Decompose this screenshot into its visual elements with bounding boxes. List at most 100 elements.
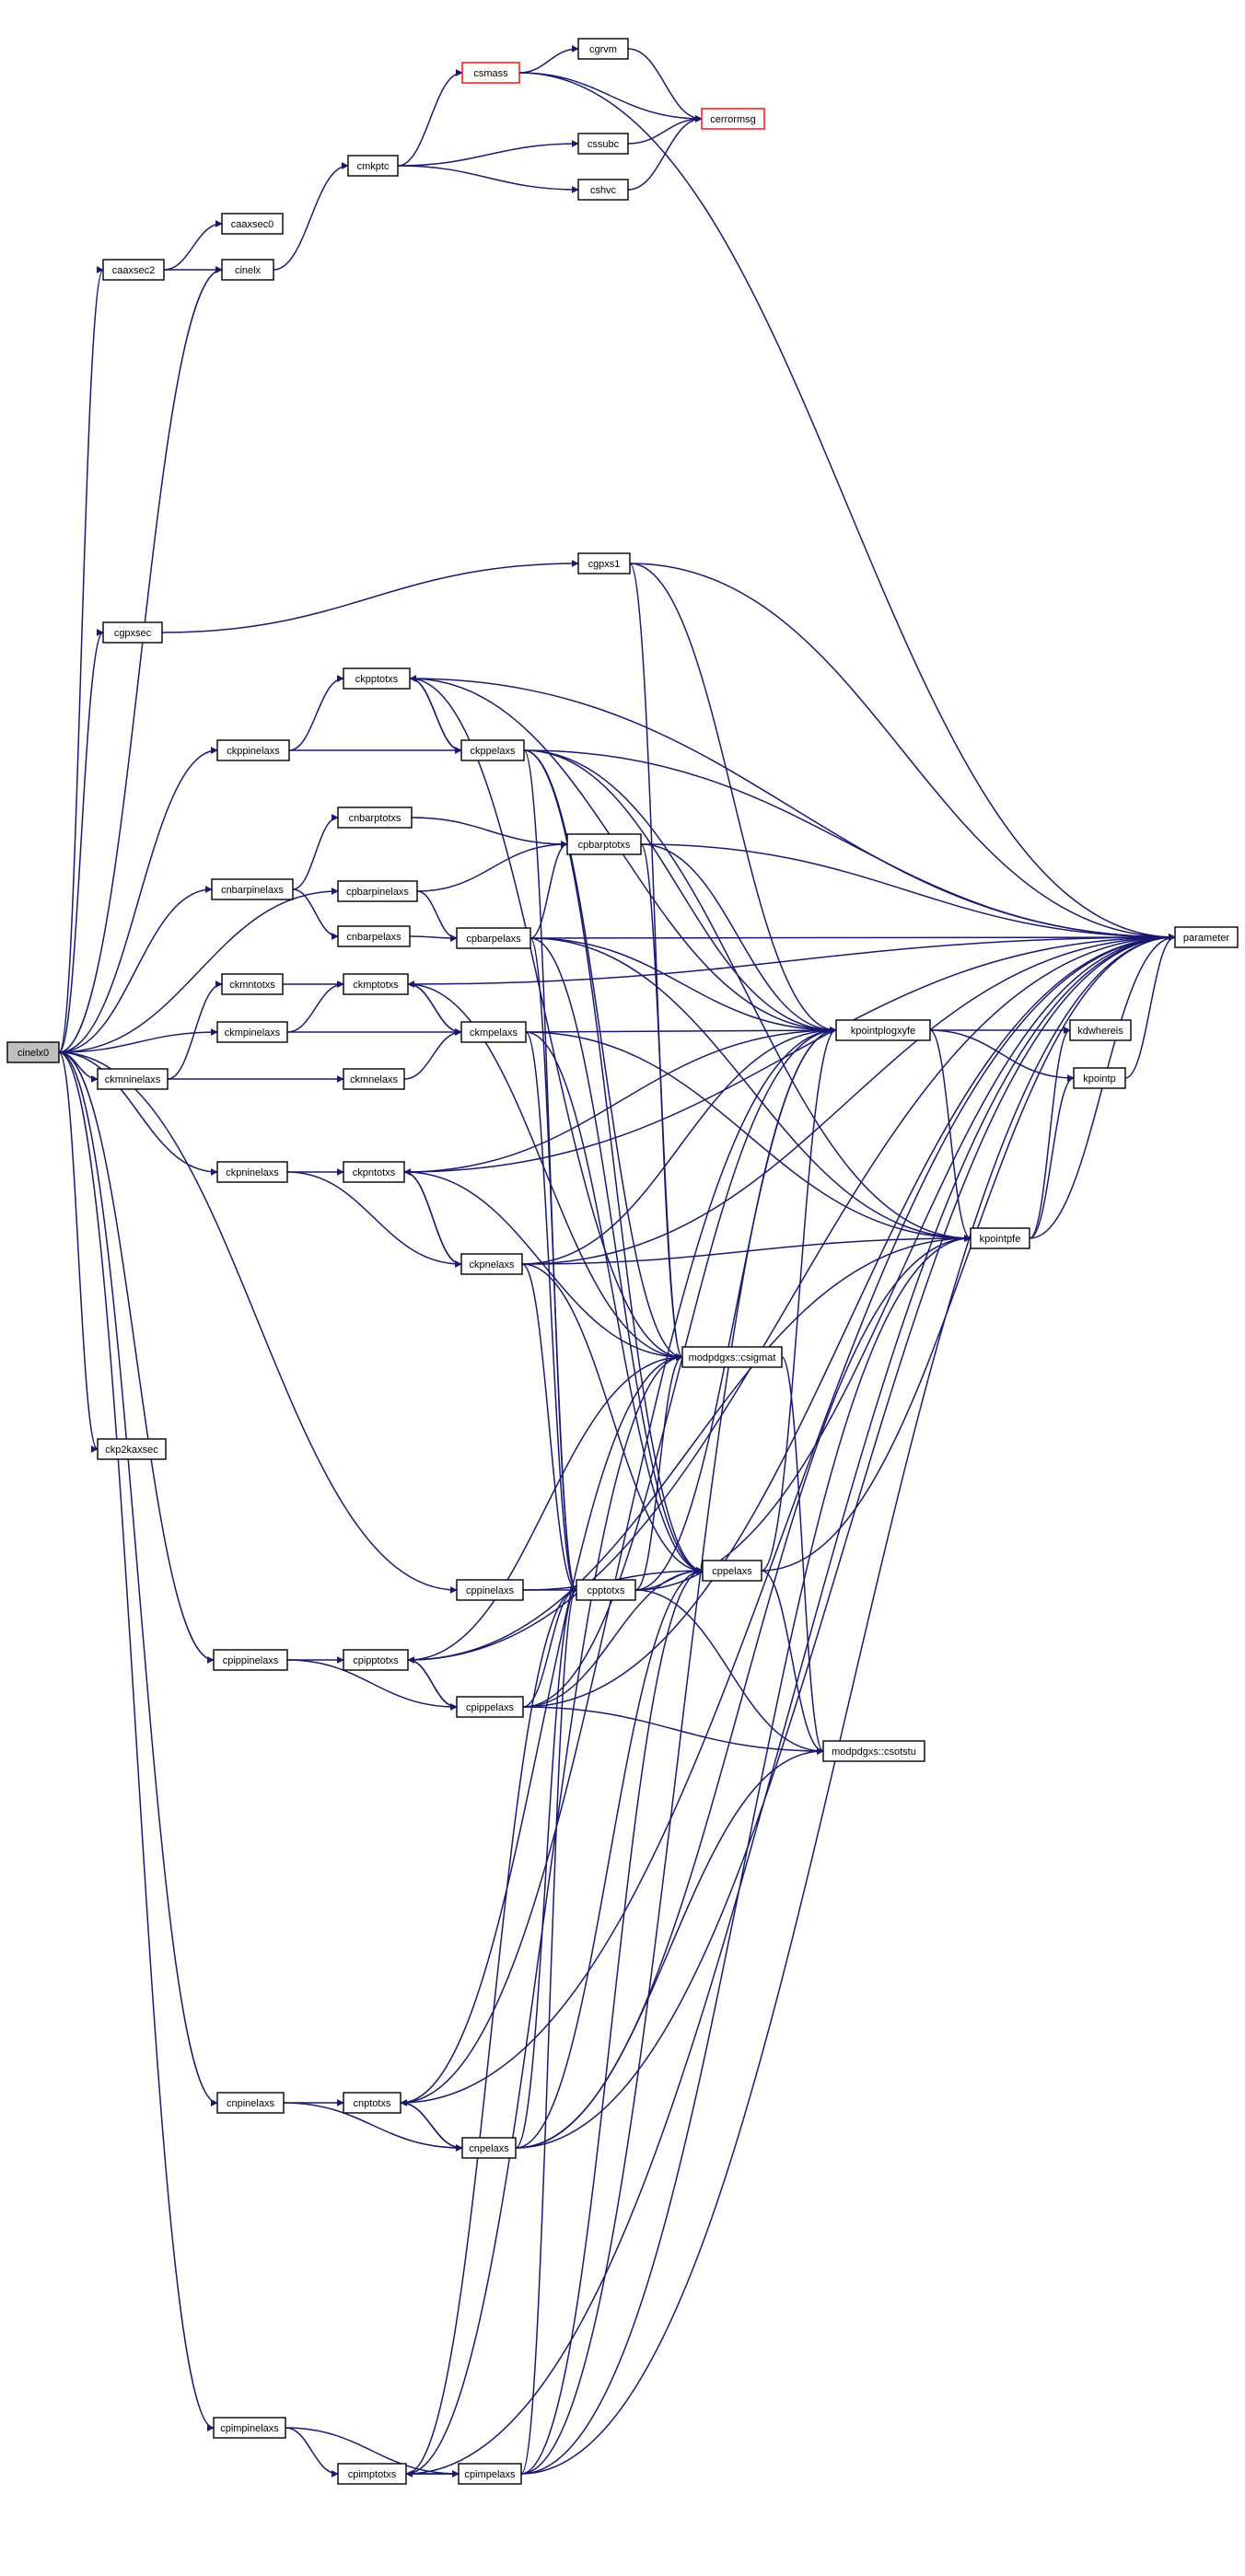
node-cpippelaxs[interactable]: cpippelaxs [456,1696,524,1718]
edge-ckppelaxs-to-ckpptotxs [409,675,462,751]
node-cppelaxs[interactable]: cppelaxs [702,1560,762,1582]
edge-ckppelaxs-to-cppelaxs [523,749,704,1574]
edge-csmass-to-cgrvm [518,45,579,74]
node-csigmat[interactable]: modpdgxs::csigmat [681,1346,783,1368]
node-cgpxsec[interactable]: cgpxsec [102,621,163,644]
node-kpointpfe[interactable]: kpointpfe [970,1227,1030,1249]
node-label: ckppelaxs [471,746,516,757]
node-box [216,2092,285,2114]
edge-ckppelaxs-to-kpointplogxyfe [523,749,837,1034]
edge-cpbarpelaxs-to-parameter [529,934,1176,942]
node-box [460,1021,527,1043]
edge-cnbarpinelaxs-to-cnbarptotxs [292,814,339,890]
node-ckmninelaxs[interactable]: ckmninelaxs [97,1068,169,1090]
node-caaxsec0[interactable]: caaxsec0 [221,213,284,235]
node-kdwhereis[interactable]: kdwhereis [1069,1019,1132,1041]
edge-kpointplogxyfe-to-kpointp [929,1029,1075,1082]
node-cnptotxs[interactable]: cnptotxs [343,2092,401,2114]
edge-cinelx0-to-cnbarpinelaxs [58,886,213,1053]
node-cpipptotxs[interactable]: cpipptotxs [343,1649,409,1671]
edge-cinelx0-to-cgpxsec [58,629,104,1053]
node-ckpnelaxs[interactable]: ckpnelaxs [460,1253,523,1275]
node-cerrormsg[interactable]: cerrormsg [701,108,765,130]
node-cinelx0[interactable]: cinelx0 [6,1041,60,1063]
node-box [347,155,399,177]
node-cpimpelaxs[interactable]: cpimpelaxs [458,2463,522,2485]
node-label: cnptotxs [354,2098,391,2109]
edge-cnpinelaxs-to-cnpelaxs [283,2102,463,2152]
node-kpointp[interactable]: kpointp [1073,1067,1126,1089]
edge-ckmpelaxs-to-ckmptotxs [407,981,462,1033]
node-box [970,1227,1030,1249]
node-ckmptotxs[interactable]: ckmptotxs [343,973,409,995]
node-box [343,1161,405,1183]
node-ckp2kaxsec[interactable]: ckp2kaxsec [97,1438,167,1460]
node-cssubc[interactable]: cssubc [577,133,629,155]
node-cpimptotxs[interactable]: cpimptotxs [337,2463,407,2485]
edge-cpippelaxs-to-csotstu [522,1706,824,1755]
node-cpimpinelaxs[interactable]: cpimpinelaxs [213,2417,286,2439]
node-box [460,739,525,761]
node-ckppelaxs[interactable]: ckppelaxs [460,739,525,761]
edge-ckppelaxs-to-kpointpfe [523,749,972,1242]
node-cpippinelaxs[interactable]: cpippinelaxs [213,1649,288,1671]
edge-kpointpfe-to-kpointp [1029,1074,1075,1239]
edge-cpippelaxs-to-cppelaxs [522,1567,704,1708]
edge-cpimpelaxs-to-cppelaxs [520,1567,704,2475]
node-ckmntotxs[interactable]: ckmntotxs [221,973,284,995]
node-ckmpelaxs[interactable]: ckmpelaxs [460,1021,527,1043]
node-cppinelaxs[interactable]: cppinelaxs [456,1579,524,1601]
edge-cmkptc-to-csmass [397,69,463,167]
edge-cinelx0-to-cinelx [58,266,223,1053]
node-csmass[interactable]: csmass [461,62,520,84]
edge-ckpnelaxs-to-kpointpfe [521,1235,972,1265]
node-kpointplogxyfe[interactable]: kpointplogxyfe [835,1019,931,1041]
node-cpbarpinelaxs[interactable]: cpbarpinelaxs [337,880,418,902]
node-ckppinelaxs[interactable]: ckppinelaxs [216,739,290,761]
node-cgpxs1[interactable]: cgpxs1 [577,552,631,574]
edge-ckpntotxs-to-parameter [403,934,1176,1173]
node-label: csmass [473,68,508,79]
edge-ckppelaxs-to-parameter [523,749,1176,941]
node-cshvc[interactable]: cshvc [577,179,629,201]
node-cnbarptotxs[interactable]: cnbarptotxs [337,806,413,829]
node-label: kpointpfe [980,1234,1021,1245]
node-cpbarpelaxs[interactable]: cpbarpelaxs [456,927,531,949]
node-csotstu[interactable]: modpdgxs::csotstu [822,1740,925,1762]
node-caaxsec2[interactable]: caaxsec2 [102,259,165,281]
node-cpbarptotxs[interactable]: cpbarptotxs [566,833,642,855]
edge-cinelx0-to-ckp2kaxsec [58,1051,99,1453]
node-box [577,552,631,574]
edge-cnbarptotxs-to-cpbarptotxs [411,817,568,848]
node-cnpinelaxs[interactable]: cnpinelaxs [216,2092,285,2114]
edge-cppelaxs-to-csotstu [761,1570,824,1755]
edge-cgpxs1-to-parameter [629,563,1176,941]
node-cpptotxs[interactable]: cpptotxs [576,1579,636,1601]
node-box [461,62,520,84]
edge-cpptotxs-to-csotstu [634,1589,824,1755]
node-label: cpbarptotxs [578,840,631,851]
node-label: cpippinelaxs [223,1655,279,1666]
node-ckmpinelaxs[interactable]: ckmpinelaxs [216,1021,288,1043]
node-ckpntotxs[interactable]: ckpntotxs [343,1161,405,1183]
node-cgrvm[interactable]: cgrvm [577,38,629,60]
edge-cinelx0-to-cpimpinelaxs [58,1051,215,2431]
node-ckpninelaxs[interactable]: ckpninelaxs [216,1161,288,1183]
node-cnpelaxs[interactable]: cnpelaxs [461,2137,517,2159]
node-cmkptc[interactable]: cmkptc [347,155,399,177]
node-ckpptotxs[interactable]: ckpptotxs [343,667,411,690]
node-cnbarpelaxs[interactable]: cnbarpelaxs [337,925,411,947]
edge-cgpxsec-to-cgpxs1 [161,560,579,633]
node-label: cgrvm [589,44,617,55]
node-label: cpimpinelaxs [220,2423,279,2434]
edge-ckpnelaxs-to-cpptotxs [521,1263,577,1594]
node-box [577,38,629,60]
edge-cpippelaxs-to-cpipptotxs [407,1656,458,1708]
node-cnbarpinelaxs[interactable]: cnbarpinelaxs [211,878,294,900]
node-ckmnelaxs[interactable]: ckmnelaxs [343,1068,405,1090]
node-parameter[interactable]: parameter [1174,926,1239,948]
node-cinelx[interactable]: cinelx [221,259,274,281]
edge-cinelx0-to-caaxsec2 [58,266,104,1053]
edge-cgrvm-to-cerrormsg [627,48,703,122]
